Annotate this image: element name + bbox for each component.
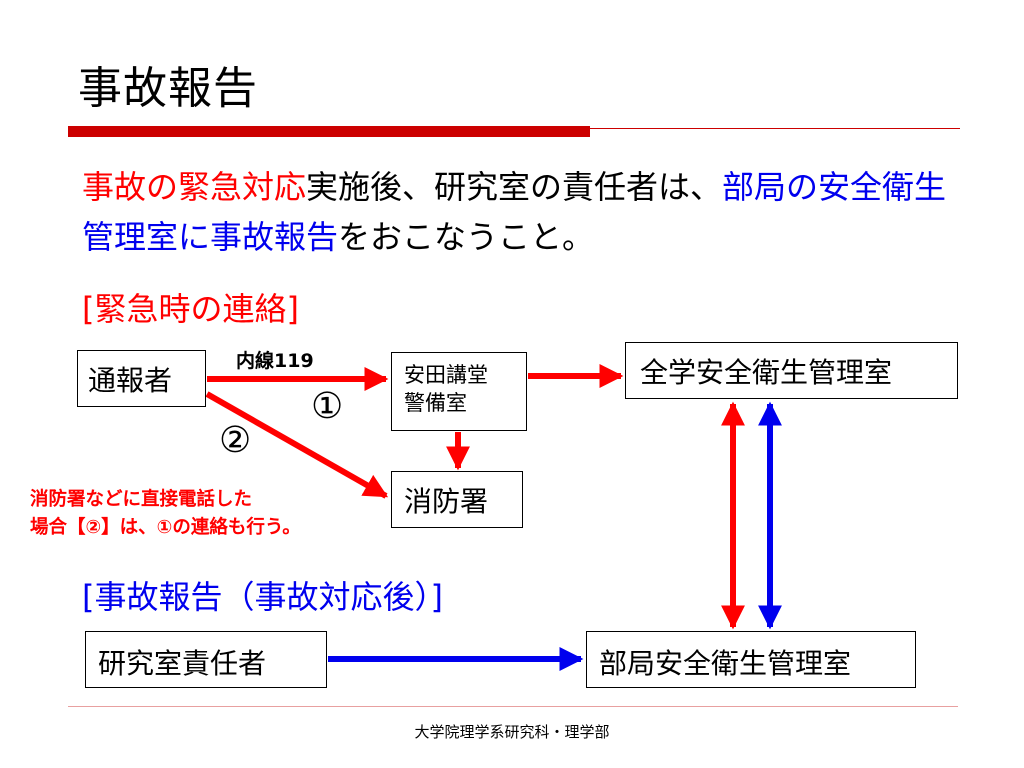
node-fire-station: 消防署: [391, 471, 523, 528]
title-underline-rule: [590, 128, 960, 129]
section-accident-report: [事故報告（事故対応後）]: [82, 578, 443, 616]
title-underline-bar: [68, 126, 590, 137]
marker-one: ①: [311, 386, 344, 427]
intro-text-2: をおこなうこと。: [338, 218, 595, 256]
intro-text-1: 実施後、研究室の責任者は、: [306, 168, 723, 206]
node-university-safety-office: 全学安全衛生管理室: [625, 342, 958, 399]
node-security-office: 安田講堂 警備室: [391, 352, 527, 431]
direct-call-note: 消防署などに直接電話した 場合【②】は、①の連絡も行う。: [30, 486, 301, 542]
note-line2: 場合【②】は、①の連絡も行う。: [30, 517, 301, 538]
node-reporter: 通報者: [77, 350, 206, 407]
note-line1: 消防署などに直接電話した: [30, 489, 253, 510]
footer-rule: [68, 706, 958, 707]
marker-two: ②: [219, 420, 252, 461]
extension-number-label: 内線119: [236, 350, 314, 372]
section-emergency-contact: [緊急時の連絡]: [82, 290, 299, 328]
security-office-line1: 安田講堂: [404, 363, 488, 387]
intro-report-target: 部局の安全衛生管理室に事故報告: [82, 168, 947, 256]
intro-emergency-response: 事故の緊急対応: [82, 168, 307, 206]
arrow-reporter-to-fire: [205, 391, 389, 499]
node-lab-chief: 研究室責任者: [85, 631, 327, 688]
footer-text: 大学院理学系研究科・理学部: [414, 723, 610, 741]
node-department-safety-office: 部局安全衛生管理室: [586, 631, 916, 688]
intro-paragraph: 事故の緊急対応実施後、研究室の責任者は、部局の安全衛生管理室に事故報告をおこなう…: [82, 162, 962, 262]
page-title: 事故報告: [78, 63, 258, 114]
security-office-line2: 警備室: [404, 391, 467, 415]
